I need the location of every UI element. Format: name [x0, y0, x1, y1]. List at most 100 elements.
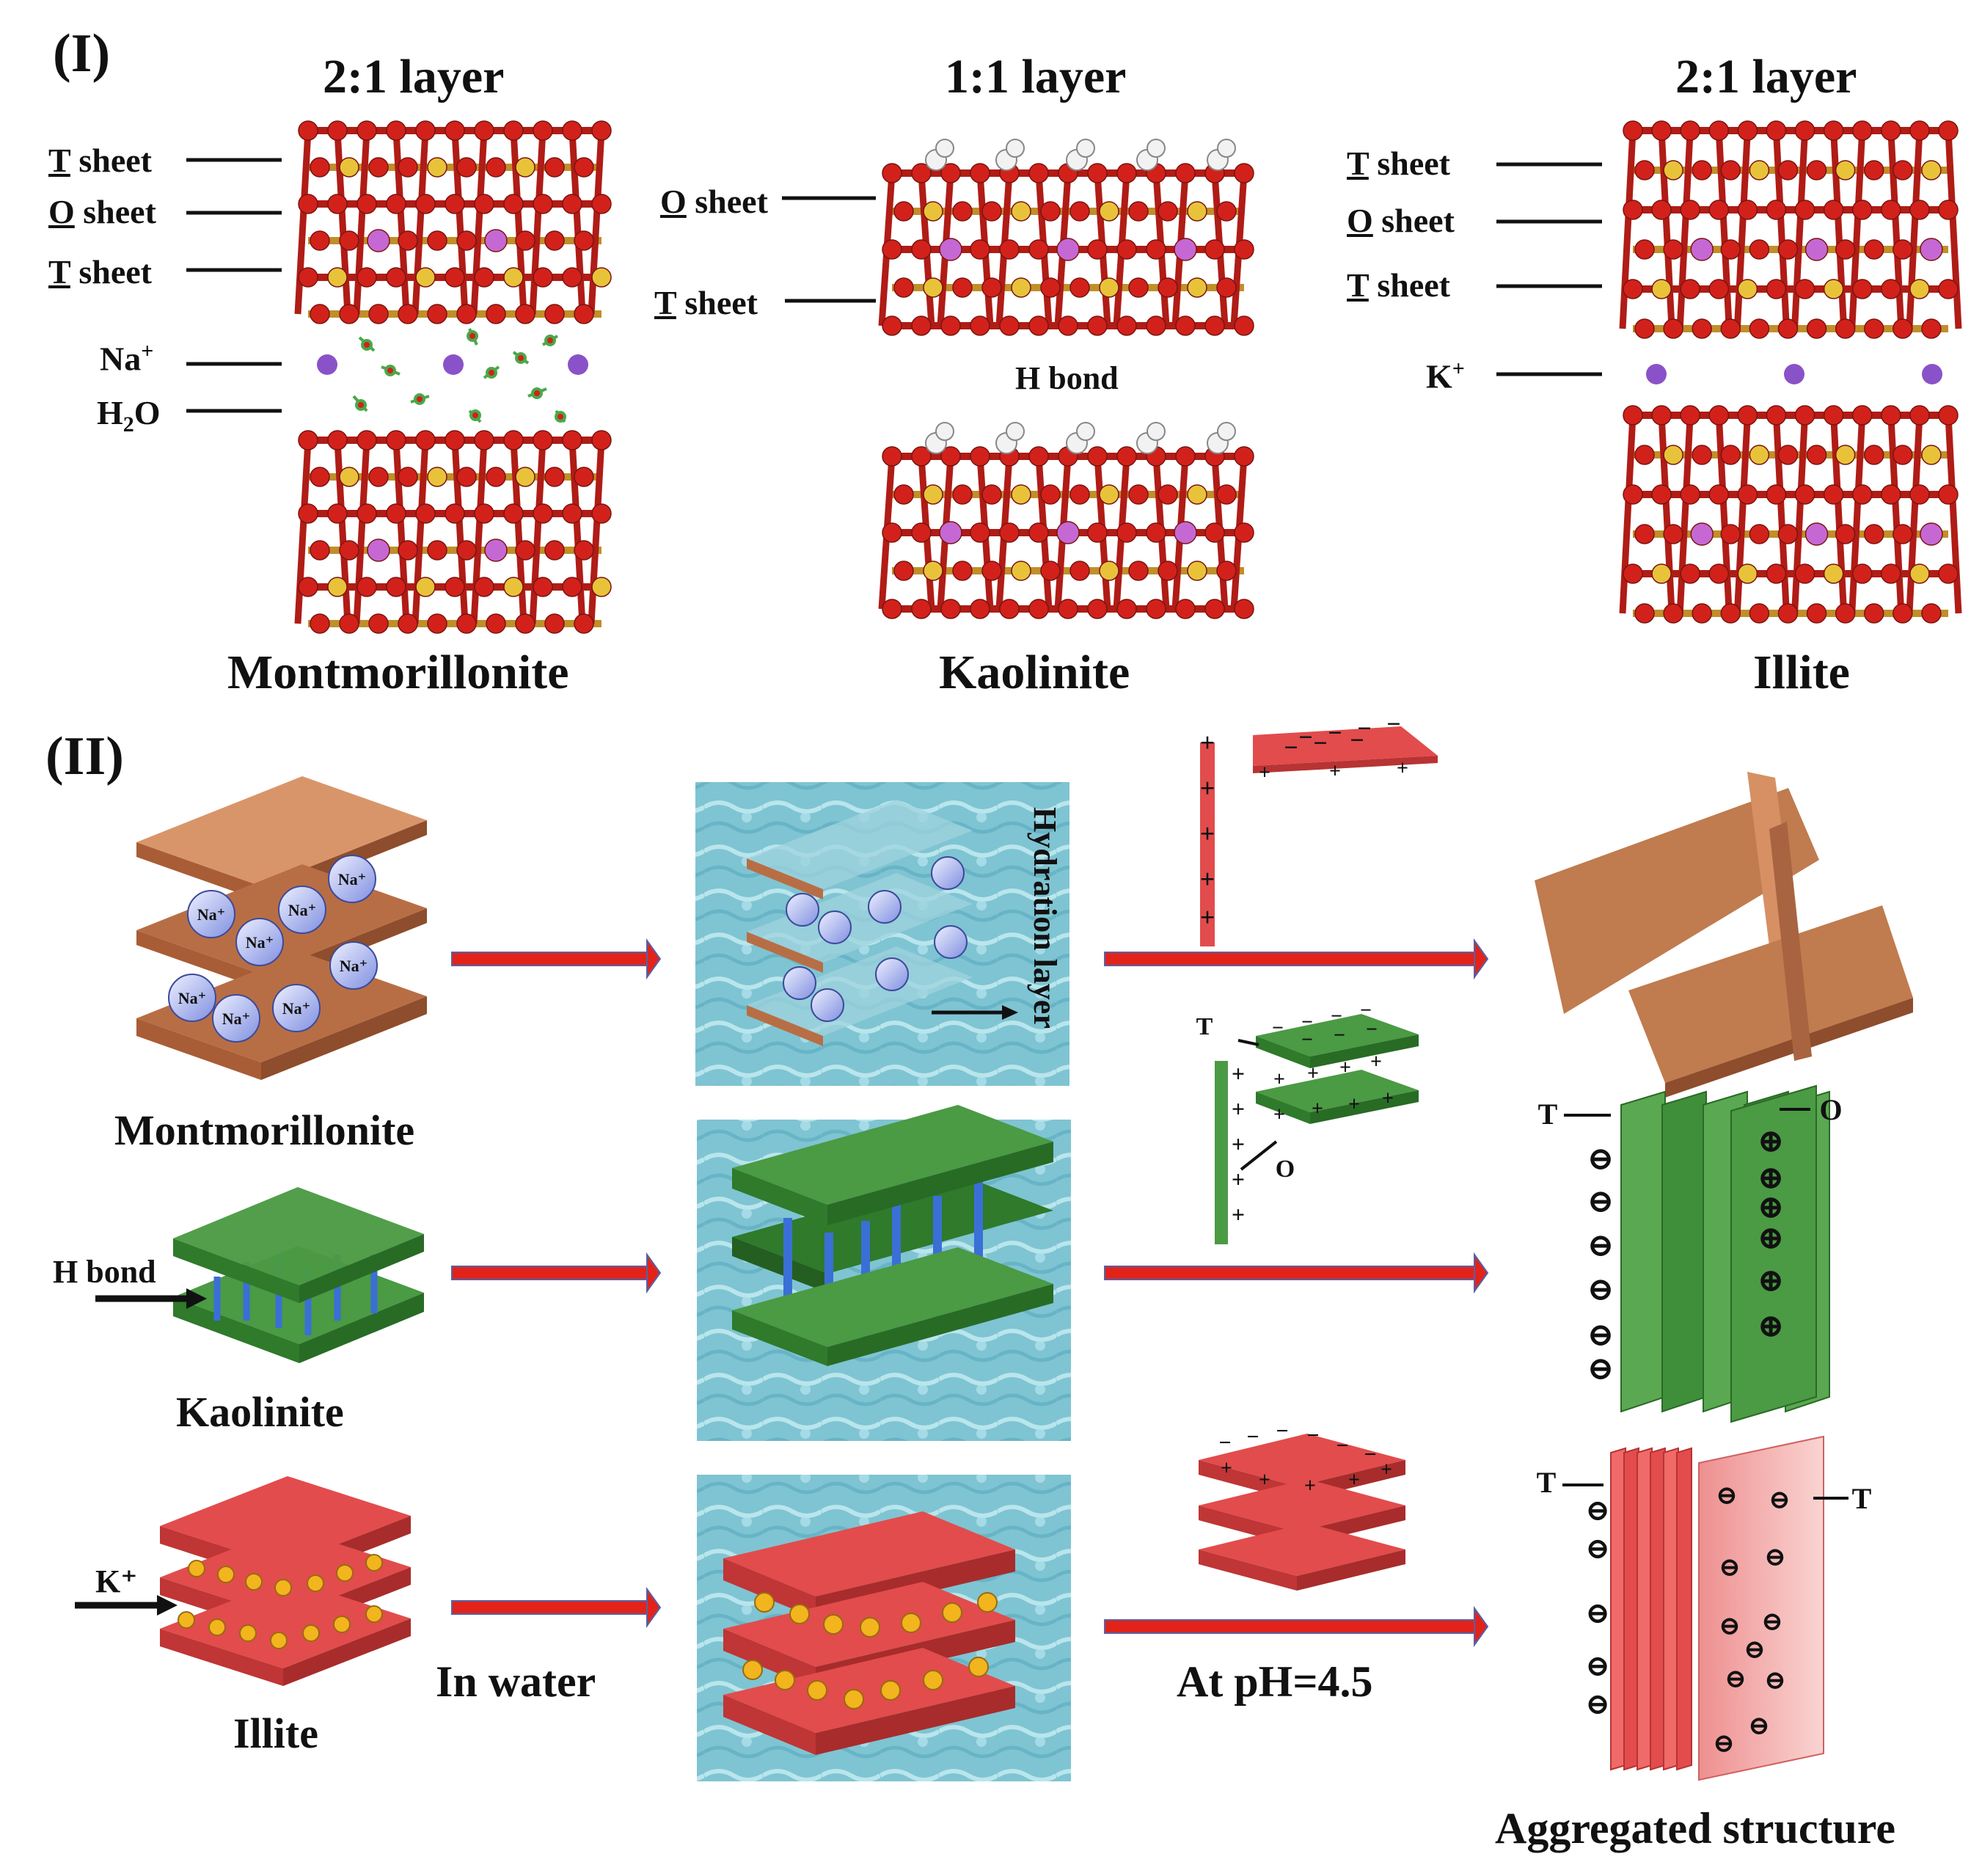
o-atom — [1028, 239, 1049, 260]
hydration-layer-label: Hydration layer — [1027, 807, 1063, 1029]
mmt-aggregate — [1535, 772, 1913, 1098]
o-atom — [1623, 120, 1643, 141]
o-atom — [339, 540, 359, 561]
o-atom — [533, 194, 553, 214]
panel-II-illite-label: Illite — [233, 1709, 318, 1757]
arrow-row2-b — [1104, 1252, 1489, 1294]
bond — [470, 439, 488, 624]
na-ion — [443, 354, 464, 375]
minus-sign: − — [1364, 1442, 1376, 1467]
mmt-charge-signs: +++++−−−−−−−+++ — [1200, 711, 1408, 932]
si-atom — [427, 157, 447, 178]
na-ball-label: Na⁺ — [340, 957, 368, 975]
bond — [1676, 130, 1694, 329]
o-atom — [1863, 239, 1884, 260]
h-atom — [1006, 422, 1025, 441]
o-atom — [386, 577, 406, 597]
si-atom — [1835, 160, 1856, 180]
k-bead — [302, 1624, 320, 1642]
o-atom — [1737, 484, 1758, 505]
na-ball — [187, 890, 235, 938]
minus-sign: − — [1336, 1434, 1348, 1458]
o-atom — [415, 430, 436, 450]
o-atom — [544, 230, 565, 251]
o-atom — [533, 503, 553, 524]
o-atom — [1204, 239, 1225, 260]
o-atom — [544, 540, 565, 561]
layer-type-kaolinite: 1:1 layer — [945, 50, 1127, 103]
bond — [1791, 415, 1809, 614]
mineral-name-illite: Illite — [1753, 646, 1850, 699]
o-atom — [1175, 163, 1196, 183]
o-atom — [1028, 315, 1049, 336]
o-atom — [1851, 484, 1873, 505]
panel-II-k-label: K⁺ — [95, 1563, 138, 1599]
o-atom — [1749, 239, 1770, 260]
o-label: O — [1819, 1093, 1842, 1126]
o-atom — [298, 267, 318, 288]
arrow-row1-b — [1104, 938, 1489, 980]
minus-sign: − — [1334, 1024, 1345, 1047]
bond — [353, 130, 370, 315]
o-atom — [1623, 563, 1643, 584]
na-ion-label: Na+ — [100, 339, 154, 378]
negative-charge: ⊖ — [1713, 1729, 1735, 1758]
o-atom — [339, 230, 359, 251]
na-cation-balls: Na⁺Na⁺Na⁺Na⁺Na⁺Na⁺Na⁺Na⁺ — [168, 855, 378, 1043]
o-atom — [1116, 522, 1137, 543]
o-atom — [445, 503, 465, 524]
water-label: H2O — [97, 394, 161, 437]
o-atom — [445, 120, 465, 141]
positive-charge: ⊕ — [1758, 1308, 1785, 1344]
o-atom — [503, 503, 524, 524]
si-atom — [1011, 484, 1031, 505]
negative-charge: ⊖ — [1725, 1664, 1747, 1693]
k-bead — [775, 1670, 795, 1690]
bond — [334, 130, 351, 315]
o-atom — [327, 430, 348, 450]
o-atom — [574, 467, 594, 487]
o-atom — [544, 613, 565, 634]
o-atom — [1921, 603, 1942, 624]
ill-sheet-label-2: O sheet — [1347, 202, 1455, 239]
o-atom — [1116, 163, 1137, 183]
na-ball — [328, 855, 376, 903]
k-bead — [333, 1616, 351, 1633]
negative-charge: ⊖ — [1587, 1227, 1615, 1263]
o-atom — [503, 120, 524, 141]
o-atom — [398, 157, 418, 178]
o-atom — [1069, 277, 1090, 298]
o-atom — [1851, 200, 1873, 220]
o-atom — [999, 522, 1020, 543]
kaolinite-crystal-top — [878, 139, 1254, 336]
plus-sign: + — [1304, 1475, 1316, 1497]
o-atom — [415, 503, 436, 524]
si-atom — [1011, 277, 1031, 298]
o-atom — [1863, 603, 1884, 624]
o-atom — [456, 613, 477, 634]
panel-II-kaolinite-label: Kaolinite — [176, 1388, 344, 1436]
illite-k-beads-water — [742, 1592, 998, 1709]
o-atom — [298, 120, 318, 141]
panel-II-h-bond-label: H bond — [53, 1254, 156, 1290]
k-bead — [188, 1560, 205, 1577]
o-atom — [1777, 524, 1799, 544]
k-ion — [1784, 364, 1804, 384]
si-atom — [1663, 160, 1683, 180]
al-atom — [1804, 238, 1829, 261]
o-atom — [1749, 318, 1770, 339]
o-atom — [574, 304, 594, 324]
na-ball-label: Na⁺ — [222, 1010, 251, 1028]
kaolinite-stack — [95, 1187, 424, 1363]
bond — [1791, 130, 1809, 329]
o-atom — [1938, 484, 1959, 505]
o-atom — [1069, 201, 1090, 222]
o-atom — [298, 194, 318, 214]
o-atom — [533, 430, 553, 450]
o-atom — [882, 239, 902, 260]
o-atom — [1116, 315, 1137, 336]
o-atom — [1069, 561, 1090, 581]
arrow-row1-a — [451, 938, 662, 980]
hydrated-na-ball — [783, 966, 816, 1000]
o-atom — [368, 467, 389, 487]
